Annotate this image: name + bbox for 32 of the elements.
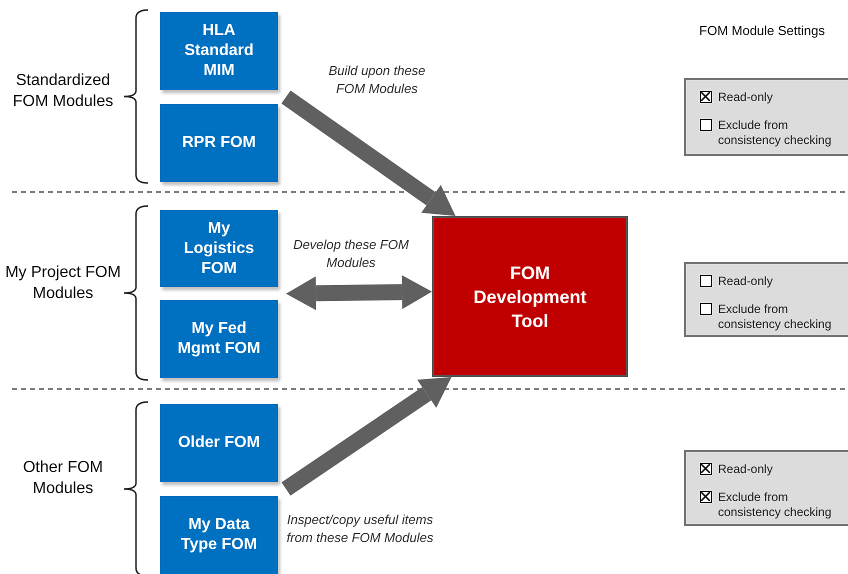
group-label: My Project FOM Modules [4,263,122,304]
module-box: HLA Standard MIM [160,12,278,90]
group-label: Other FOM Modules [22,458,104,499]
checkbox [700,275,712,287]
edge-label: Build upon these FOM Modules [328,62,426,98]
tool-box: FOM Development Tool [432,216,628,377]
checkbox-label: Read-only [718,274,773,289]
checkbox-label: Exclude from consistency checking [718,302,832,332]
panel-heading: FOM Module Settings [698,22,826,40]
checkbox-label: Exclude from consistency checking [718,118,832,148]
double-arrow [286,277,432,308]
checkbox-label: Read-only [718,90,773,105]
checkbox [700,119,712,131]
edge-label: Inspect/copy useful items from these FOM Modules [286,511,434,547]
checkbox [700,303,712,315]
checkbox-label: Read-only [718,462,773,477]
checked-checkbox [700,491,712,503]
arrow [282,377,452,496]
settings-panel [684,450,848,526]
module-box: RPR FOM [160,104,278,182]
checked-checkbox [700,91,712,103]
checked-checkbox [700,463,712,475]
group-label: Standardized FOM Modules [12,71,114,112]
arrow [281,90,456,216]
settings-panel [684,262,848,337]
module-box: My Data Type FOM [160,496,278,574]
module-box: Older FOM [160,404,278,482]
settings-panel [684,78,848,156]
module-box: My Logistics FOM [160,210,278,287]
edge-label: Develop these FOM Modules [292,236,410,272]
module-box: My Fed Mgmt FOM [160,300,278,378]
checkbox-label: Exclude from consistency checking [718,490,832,520]
